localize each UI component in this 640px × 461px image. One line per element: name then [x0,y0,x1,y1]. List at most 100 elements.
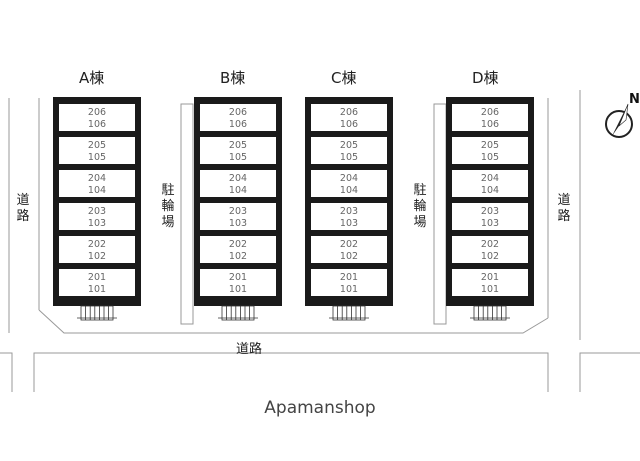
room-cell [200,170,276,197]
entrance-stairs [332,305,366,321]
room-number: 101 [229,284,247,295]
road-bottom-edge [33,352,549,392]
room-cell [452,170,528,197]
room-number: 104 [481,185,499,196]
room-number: 102 [229,251,247,262]
entrance-stairs [80,305,114,321]
site-boundary [38,309,549,334]
room-number: 206 [481,107,499,118]
road-right-label: 道路 [557,193,571,224]
room-cell [311,203,387,230]
room-number: 103 [229,218,247,229]
bike-parking-right-area [433,103,447,325]
room-number: 203 [229,206,247,217]
room-cell [311,269,387,296]
room-cell [59,104,135,131]
room-number: 103 [340,218,358,229]
room-number: 106 [481,119,499,130]
room-number: 104 [229,185,247,196]
room-cell [311,104,387,131]
room-cell [200,137,276,164]
room-number: 102 [340,251,358,262]
building-label: B棟 [220,69,246,87]
road-corner-left [0,352,13,392]
room-cell [452,137,528,164]
room-number: 201 [88,272,106,283]
room-cell [59,269,135,296]
room-number: 106 [229,119,247,130]
room-number: 202 [229,239,247,250]
room-number: 106 [88,119,106,130]
room-number: 105 [229,152,247,163]
bike-parking-right-label: 駐輪場 [413,183,427,230]
room-number: 106 [340,119,358,130]
bike-parking-left-area [180,103,194,325]
room-number: 102 [88,251,106,262]
room-number: 202 [481,239,499,250]
road-bottom-label: 道路 [236,342,263,357]
room-number: 203 [88,206,106,217]
room-number: 202 [340,239,358,250]
bike-parking-left-label: 駐輪場 [161,183,175,230]
room-cell [200,203,276,230]
room-number: 202 [88,239,106,250]
room-cell [200,269,276,296]
building-label: A棟 [79,69,105,87]
room-number: 101 [340,284,358,295]
room-number: 204 [340,173,358,184]
room-number: 201 [340,272,358,283]
room-cell [311,236,387,263]
room-number: 205 [229,140,247,151]
compass-icon [605,103,633,138]
room-cell [311,137,387,164]
room-number: 102 [481,251,499,262]
room-cell [59,170,135,197]
road-corner-right [579,352,640,392]
room-number: 205 [340,140,358,151]
room-cell [59,137,135,164]
room-cell [452,104,528,131]
room-number: 205 [88,140,106,151]
room-cell [200,236,276,263]
room-cell [452,269,528,296]
room-cell [452,203,528,230]
room-number: 203 [340,206,358,217]
room-number: 105 [88,152,106,163]
room-number: 105 [340,152,358,163]
room-number: 201 [229,272,247,283]
building-label: C棟 [331,69,357,87]
room-cell [59,203,135,230]
room-number: 204 [88,173,106,184]
room-number: 105 [481,152,499,163]
brand-watermark: Apamanshop [264,398,376,418]
room-number: 101 [481,284,499,295]
room-number: 103 [481,218,499,229]
room-number: 206 [88,107,106,118]
room-number: 103 [88,218,106,229]
road-left-label: 道路 [16,193,30,224]
room-number: 204 [229,173,247,184]
buildings-layer: 2061062051052041042031032021022011012061… [53,97,534,321]
building-label: D棟 [472,69,499,87]
room-number: 104 [340,185,358,196]
entrance-stairs [221,305,255,321]
room-number: 104 [88,185,106,196]
entrance-stairs [473,305,507,321]
room-cell [452,236,528,263]
room-number: 203 [481,206,499,217]
room-number: 206 [340,107,358,118]
north-label: N [629,92,640,107]
room-number: 205 [481,140,499,151]
room-number: 201 [481,272,499,283]
room-number: 206 [229,107,247,118]
room-cell [311,170,387,197]
room-cell [200,104,276,131]
room-number: 204 [481,173,499,184]
room-number: 101 [88,284,106,295]
